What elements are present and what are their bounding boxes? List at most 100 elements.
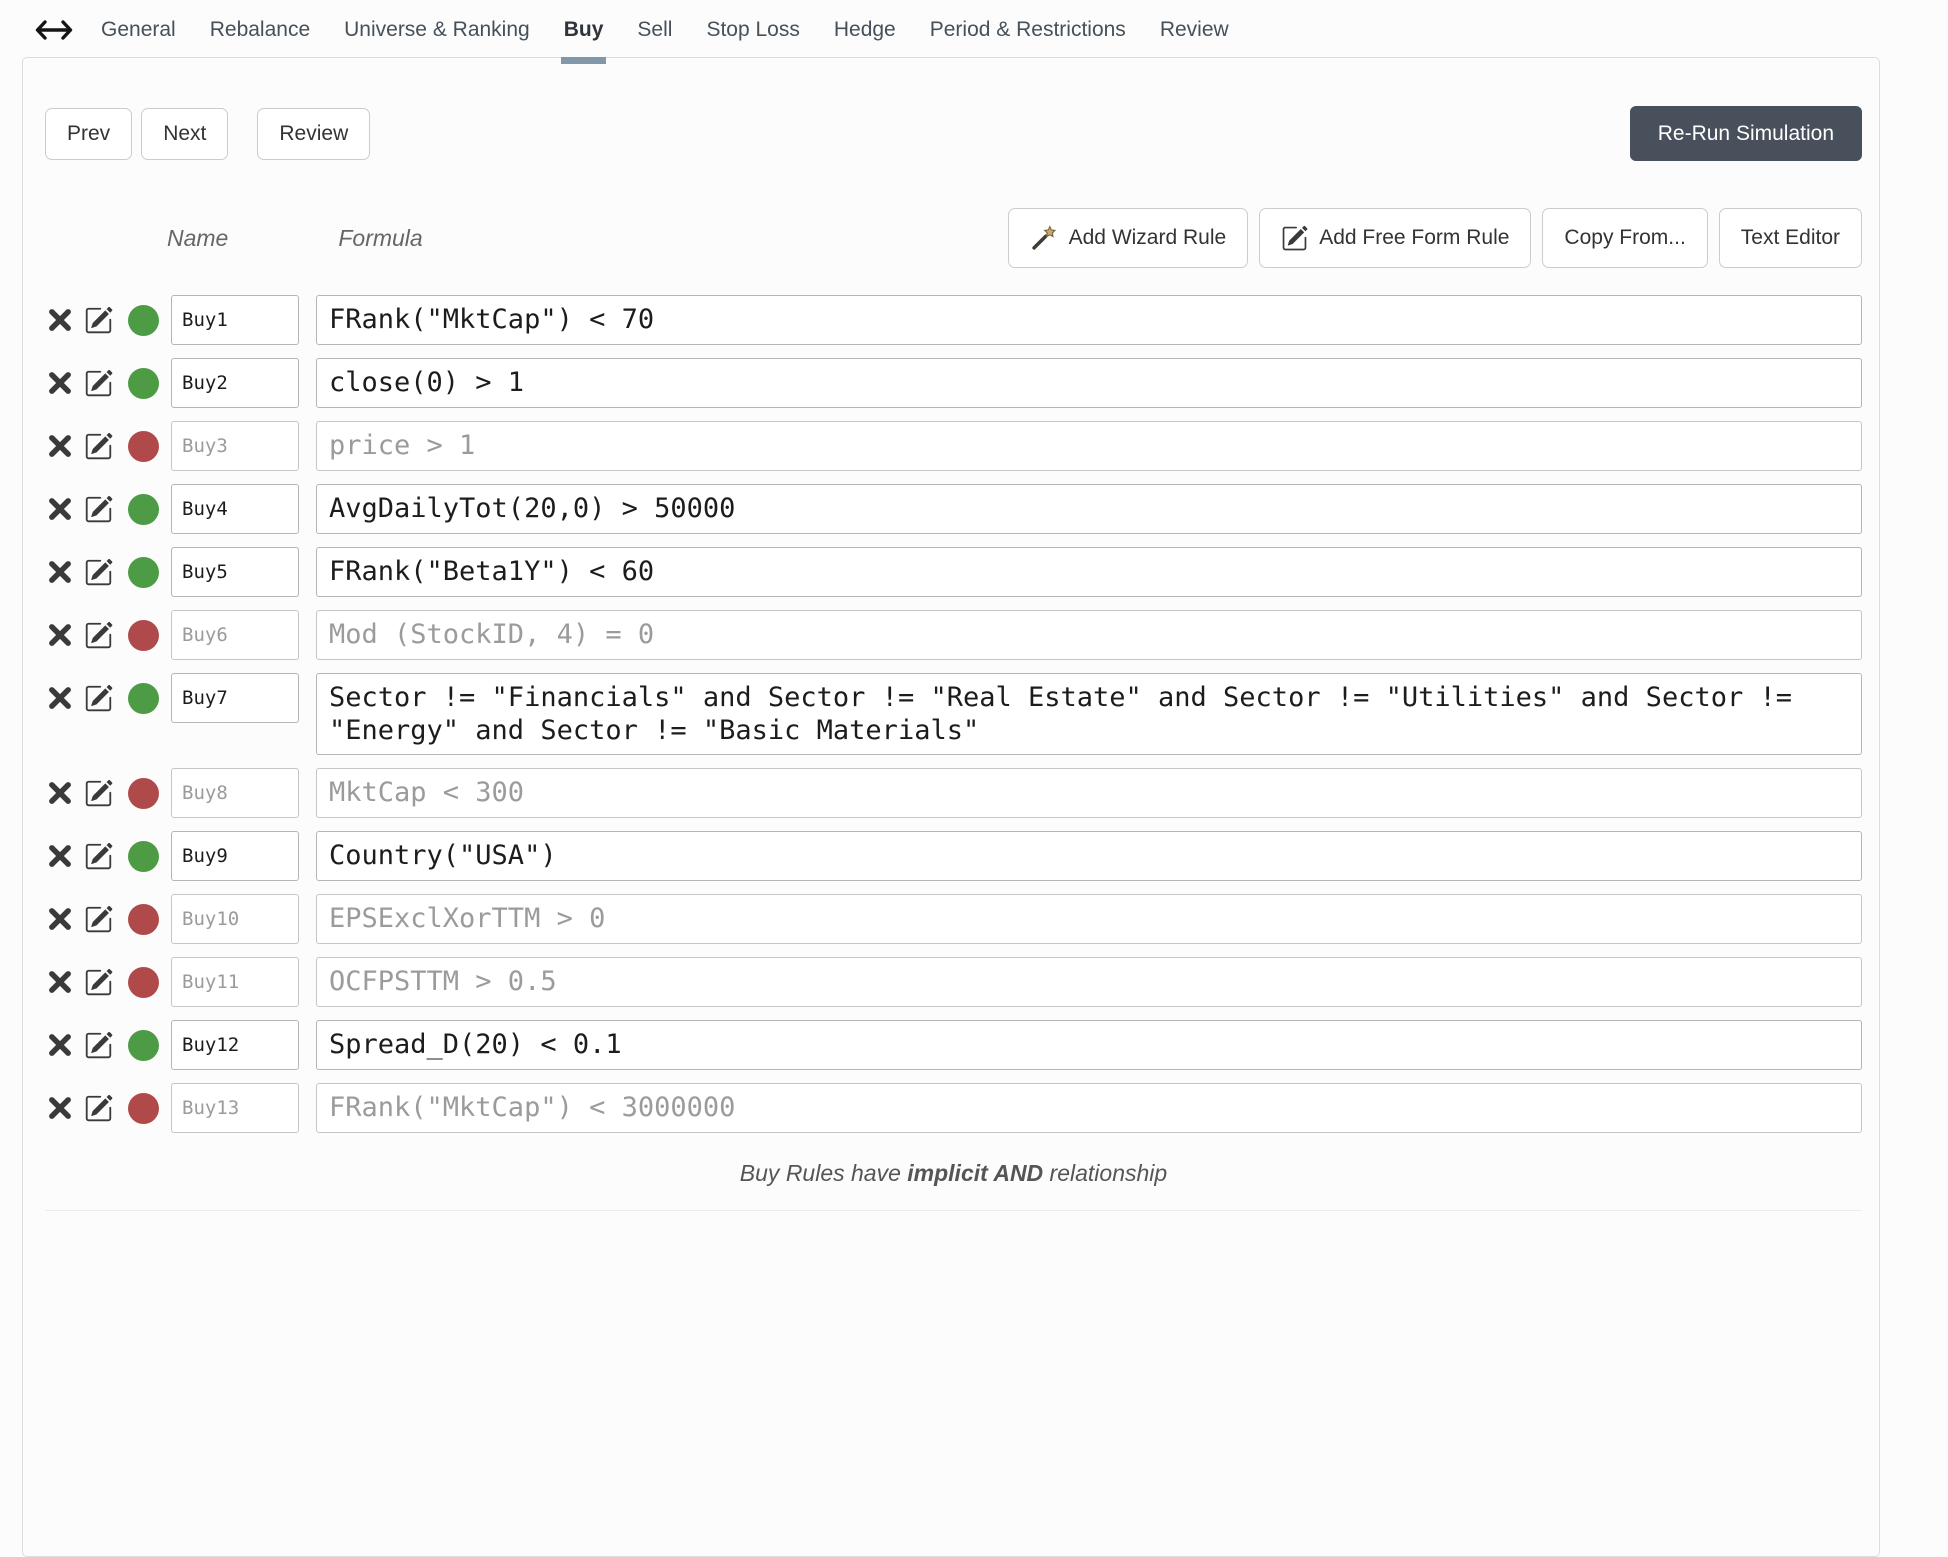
- rule-name-input[interactable]: Buy4: [171, 484, 299, 534]
- rule-status-dot[interactable]: [128, 368, 159, 399]
- rule-formula-input[interactable]: FRank("MktCap") < 3000000: [316, 1083, 1862, 1133]
- tab-hedge[interactable]: Hedge: [834, 18, 896, 42]
- rule-formula-input[interactable]: MktCap < 300: [316, 768, 1862, 818]
- edit-rule-icon[interactable]: [84, 610, 115, 660]
- rule-status-dot[interactable]: [128, 1030, 159, 1061]
- rule-status-dot[interactable]: [128, 841, 159, 872]
- tab-buy[interactable]: Buy: [564, 18, 604, 42]
- prev-button[interactable]: Prev: [45, 108, 132, 160]
- rule-name-input[interactable]: Buy3: [171, 421, 299, 471]
- next-button[interactable]: Next: [141, 108, 228, 160]
- rule-status-dot[interactable]: [128, 778, 159, 809]
- rule-status-dot[interactable]: [128, 620, 159, 651]
- rule-formula-input[interactable]: OCFPSTTM > 0.5: [316, 957, 1862, 1007]
- rule-name-input[interactable]: Buy7: [171, 673, 299, 723]
- tab-general[interactable]: General: [101, 18, 176, 42]
- rule-row: Buy12 Spread_D(20) < 0.1: [45, 1020, 1862, 1070]
- tab-stop-loss[interactable]: Stop Loss: [706, 18, 799, 42]
- tab-period-restrictions[interactable]: Period & Restrictions: [930, 18, 1126, 42]
- rule-row: Buy5 FRank("Beta1Y") < 60: [45, 547, 1862, 597]
- delete-rule-icon[interactable]: [48, 957, 75, 1007]
- edit-rule-icon[interactable]: [84, 894, 115, 944]
- rule-formula-input[interactable]: FRank("MktCap") < 70: [316, 295, 1862, 345]
- edit-rule-icon[interactable]: [84, 295, 115, 345]
- tab-universe-ranking[interactable]: Universe & Ranking: [344, 18, 530, 42]
- rule-name-input[interactable]: Buy13: [171, 1083, 299, 1133]
- edit-rule-icon[interactable]: [84, 484, 115, 534]
- rule-formula-input[interactable]: AvgDailyTot(20,0) > 50000: [316, 484, 1862, 534]
- rule-row: Buy2 close(0) > 1: [45, 358, 1862, 408]
- rule-status-dot[interactable]: [128, 431, 159, 462]
- delete-rule-icon[interactable]: [48, 1020, 75, 1070]
- delete-rule-icon[interactable]: [48, 484, 75, 534]
- tab-review[interactable]: Review: [1160, 18, 1229, 42]
- edit-rule-icon[interactable]: [84, 957, 115, 1007]
- rule-status-dot[interactable]: [128, 1093, 159, 1124]
- nav-tabs: General Rebalance Universe & Ranking Buy Sel…: [101, 18, 1229, 42]
- rule-status-dot[interactable]: [128, 494, 159, 525]
- rule-formula-input[interactable]: FRank("Beta1Y") < 60: [316, 547, 1862, 597]
- rule-action-buttons: Add Wizard Rule Add Free Form Rule Copy …: [1008, 208, 1862, 268]
- rule-status-dot[interactable]: [128, 967, 159, 998]
- edit-rule-icon[interactable]: [84, 673, 115, 723]
- delete-rule-icon[interactable]: [48, 295, 75, 345]
- copy-from-button[interactable]: Copy From...: [1542, 208, 1707, 268]
- add-free-form-rule-label: Add Free Form Rule: [1319, 226, 1509, 250]
- rule-name-input[interactable]: Buy5: [171, 547, 299, 597]
- tab-sell[interactable]: Sell: [637, 18, 672, 42]
- rule-formula-input[interactable]: Sector != "Financials" and Sector != "Re…: [316, 673, 1862, 755]
- edit-rule-icon[interactable]: [84, 831, 115, 881]
- rule-formula-input[interactable]: EPSExclXorTTM > 0: [316, 894, 1862, 944]
- rule-row: Buy11 OCFPSTTM > 0.5: [45, 957, 1862, 1007]
- rule-formula-input[interactable]: price > 1: [316, 421, 1862, 471]
- rule-status-dot[interactable]: [128, 904, 159, 935]
- tab-rebalance[interactable]: Rebalance: [210, 18, 310, 42]
- edit-rule-icon[interactable]: [84, 1020, 115, 1070]
- rule-name-input[interactable]: Buy9: [171, 831, 299, 881]
- footer-text-bold: implicit AND: [907, 1160, 1043, 1186]
- edit-rule-icon[interactable]: [84, 421, 115, 471]
- footer-text-suffix: relationship: [1043, 1160, 1167, 1186]
- name-column-label: Name: [167, 225, 228, 252]
- rule-name-input[interactable]: Buy12: [171, 1020, 299, 1070]
- top-nav: General Rebalance Universe & Ranking Buy Sel…: [0, 0, 1948, 60]
- rule-formula-input[interactable]: Spread_D(20) < 0.1: [316, 1020, 1862, 1070]
- rule-status-dot[interactable]: [128, 557, 159, 588]
- delete-rule-icon[interactable]: [48, 768, 75, 818]
- rule-row: Buy8 MktCap < 300: [45, 768, 1862, 818]
- delete-rule-icon[interactable]: [48, 894, 75, 944]
- rule-name-input[interactable]: Buy6: [171, 610, 299, 660]
- add-wizard-rule-button[interactable]: Add Wizard Rule: [1008, 208, 1249, 268]
- delete-rule-icon[interactable]: [48, 610, 75, 660]
- delete-rule-icon[interactable]: [48, 831, 75, 881]
- edit-rule-icon[interactable]: [84, 1083, 115, 1133]
- delete-rule-icon[interactable]: [48, 358, 75, 408]
- edit-rule-icon[interactable]: [84, 768, 115, 818]
- rule-formula-input[interactable]: Country("USA"): [316, 831, 1862, 881]
- rule-row: Buy7 Sector != "Financials" and Sector !…: [45, 673, 1862, 755]
- rule-name-input[interactable]: Buy2: [171, 358, 299, 408]
- footer-text-prefix: Buy Rules have: [740, 1160, 907, 1186]
- text-editor-button[interactable]: Text Editor: [1719, 208, 1862, 268]
- rule-formula-input[interactable]: close(0) > 1: [316, 358, 1862, 408]
- rule-name-input[interactable]: Buy8: [171, 768, 299, 818]
- add-free-form-rule-button[interactable]: Add Free Form Rule: [1259, 208, 1531, 268]
- rule-status-dot[interactable]: [128, 305, 159, 336]
- rule-formula-input[interactable]: Mod (StockID, 4) = 0: [316, 610, 1862, 660]
- rule-name-input[interactable]: Buy10: [171, 894, 299, 944]
- delete-rule-icon[interactable]: [48, 673, 75, 723]
- edit-rule-icon[interactable]: [84, 547, 115, 597]
- delete-rule-icon[interactable]: [48, 1083, 75, 1133]
- buy-rules-panel: Prev Next Review Re-Run Simulation Name …: [22, 57, 1880, 1557]
- pencil-square-icon: [1281, 225, 1308, 252]
- resize-horizontal-icon[interactable]: [34, 17, 74, 43]
- delete-rule-icon[interactable]: [48, 547, 75, 597]
- rule-status-dot[interactable]: [128, 683, 159, 714]
- rule-name-input[interactable]: Buy1: [171, 295, 299, 345]
- review-button[interactable]: Review: [257, 108, 370, 160]
- rerun-simulation-button[interactable]: Re-Run Simulation: [1630, 106, 1862, 161]
- rule-row: Buy9 Country("USA"): [45, 831, 1862, 881]
- delete-rule-icon[interactable]: [48, 421, 75, 471]
- rule-name-input[interactable]: Buy11: [171, 957, 299, 1007]
- edit-rule-icon[interactable]: [84, 358, 115, 408]
